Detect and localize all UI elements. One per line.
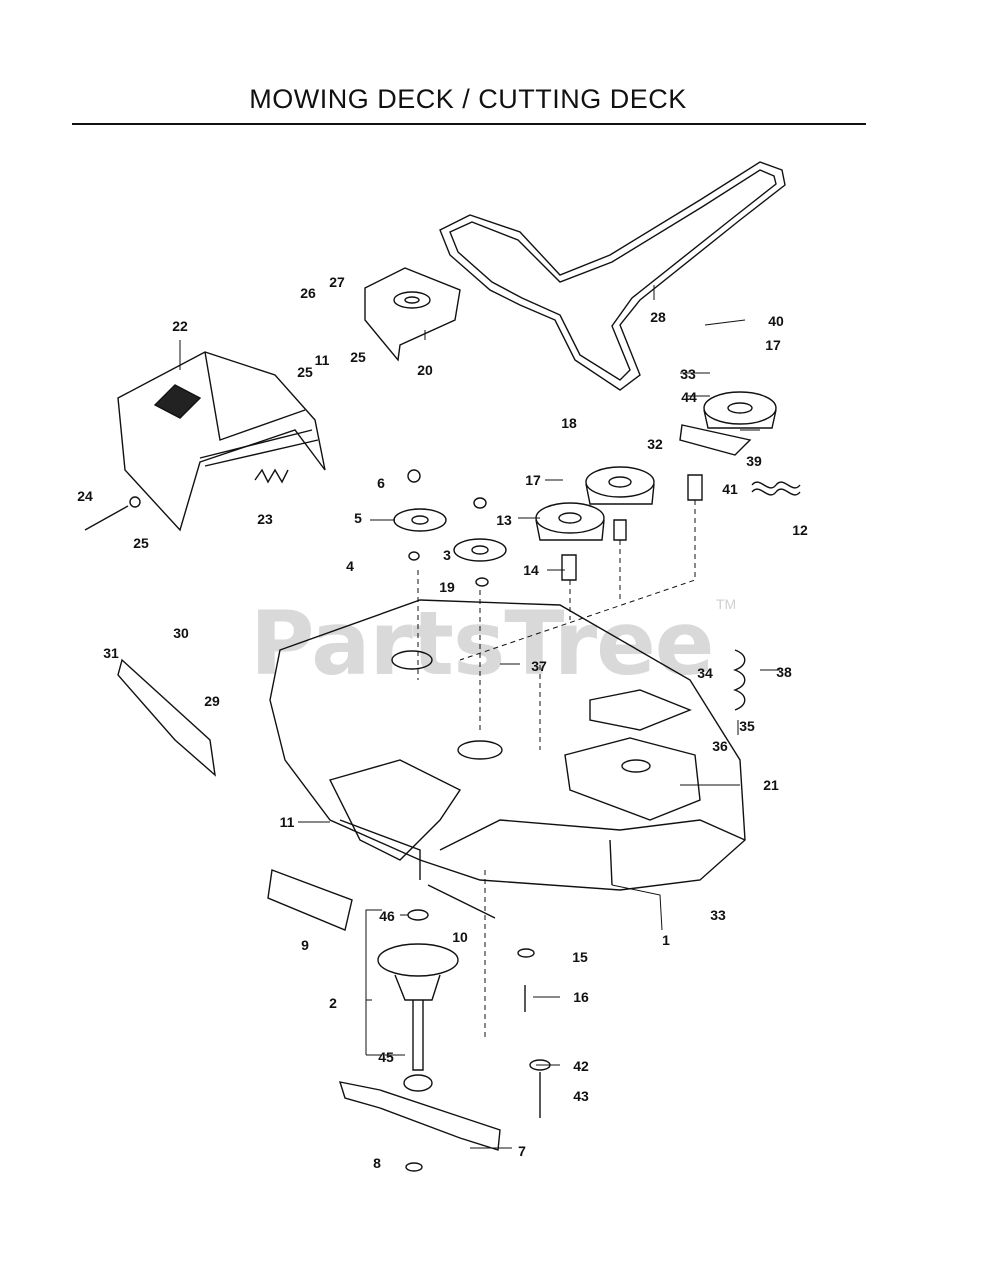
callout-7: 7 bbox=[518, 1143, 526, 1159]
discharge-chute bbox=[117, 351, 326, 532]
callout-45: 45 bbox=[378, 1049, 394, 1065]
callout-25b: 25 bbox=[297, 364, 313, 380]
callout-30: 30 bbox=[173, 625, 189, 641]
callout-25a: 25 bbox=[133, 535, 149, 551]
callout-9: 9 bbox=[301, 937, 309, 953]
callout-15: 15 bbox=[572, 949, 588, 965]
spring-12 bbox=[751, 481, 801, 496]
callout-24: 24 bbox=[77, 488, 93, 504]
leader-lines bbox=[179, 285, 780, 1149]
callout-12: 12 bbox=[792, 522, 808, 538]
callout-36: 36 bbox=[712, 738, 728, 754]
roller-9 bbox=[267, 869, 353, 931]
bolt-10 bbox=[427, 884, 496, 919]
callout-5: 5 bbox=[354, 510, 362, 526]
callout-37: 37 bbox=[531, 658, 547, 674]
pulley-3 bbox=[453, 497, 507, 587]
baffle-29 bbox=[117, 658, 216, 777]
callout-3: 3 bbox=[443, 547, 451, 563]
callout-28: 28 bbox=[650, 309, 666, 325]
alignment-lines bbox=[417, 500, 696, 1040]
spring-38 bbox=[733, 649, 746, 711]
spring-23 bbox=[254, 468, 289, 484]
callout-8: 8 bbox=[373, 1155, 381, 1171]
callout-39: 39 bbox=[746, 453, 762, 469]
callout-1: 1 bbox=[662, 932, 670, 948]
blade-7 bbox=[338, 1081, 501, 1151]
callout-40: 40 bbox=[768, 313, 784, 329]
callout-14: 14 bbox=[523, 562, 539, 578]
bolt-24 bbox=[84, 505, 129, 531]
callout-22: 22 bbox=[172, 318, 188, 334]
callout-38: 38 bbox=[776, 664, 792, 680]
washer-25 bbox=[129, 496, 141, 508]
callout-11a: 11 bbox=[314, 352, 330, 368]
callout-43: 43 bbox=[573, 1088, 589, 1104]
callout-21: 21 bbox=[763, 777, 779, 793]
callout-2: 2 bbox=[329, 995, 337, 1011]
callout-29: 29 bbox=[204, 693, 220, 709]
callout-18: 18 bbox=[561, 415, 577, 431]
callout-23: 23 bbox=[257, 511, 273, 527]
callout-16: 16 bbox=[573, 989, 589, 1005]
page-title: MOWING DECK / CUTTING DECK bbox=[249, 84, 687, 114]
callout-19: 19 bbox=[439, 579, 455, 595]
pulley-cover-plate bbox=[364, 267, 461, 362]
washer-15 bbox=[517, 948, 535, 958]
idler-pulley-32 bbox=[585, 466, 655, 541]
washer-8 bbox=[405, 1162, 423, 1172]
callout-35: 35 bbox=[739, 718, 755, 734]
callout-25c: 25 bbox=[350, 349, 366, 365]
callout-13: 13 bbox=[496, 512, 512, 528]
callout-42: 42 bbox=[573, 1058, 589, 1074]
callout-33a: 33 bbox=[680, 366, 696, 382]
callout-20: 20 bbox=[417, 362, 433, 378]
callout-34: 34 bbox=[697, 665, 713, 681]
watermark: PartsTree bbox=[250, 592, 714, 695]
deck-housing bbox=[269, 599, 746, 891]
callout-17b: 17 bbox=[765, 337, 781, 353]
callout-26: 26 bbox=[300, 285, 316, 301]
spindle-assembly bbox=[377, 909, 459, 1092]
callout-32: 32 bbox=[647, 436, 663, 452]
title-rule bbox=[72, 123, 866, 125]
callout-33b: 33 bbox=[710, 907, 726, 923]
callout-44: 44 bbox=[681, 389, 697, 405]
callout-17a: 17 bbox=[525, 472, 541, 488]
idler-pulley-17 bbox=[679, 391, 777, 501]
callout-11b: 11 bbox=[279, 814, 295, 830]
callout-10: 10 bbox=[452, 929, 468, 945]
callout-31: 31 bbox=[103, 645, 119, 661]
pulley-5 bbox=[393, 469, 447, 561]
idler-pulley-13 bbox=[535, 502, 605, 581]
callout-46: 46 bbox=[379, 908, 395, 924]
callout-41: 41 bbox=[722, 481, 738, 497]
drive-belt bbox=[439, 161, 786, 391]
callout-4: 4 bbox=[346, 558, 354, 574]
watermark-trademark: TM bbox=[716, 596, 737, 612]
callout-27: 27 bbox=[329, 274, 345, 290]
callout-6: 6 bbox=[377, 475, 385, 491]
